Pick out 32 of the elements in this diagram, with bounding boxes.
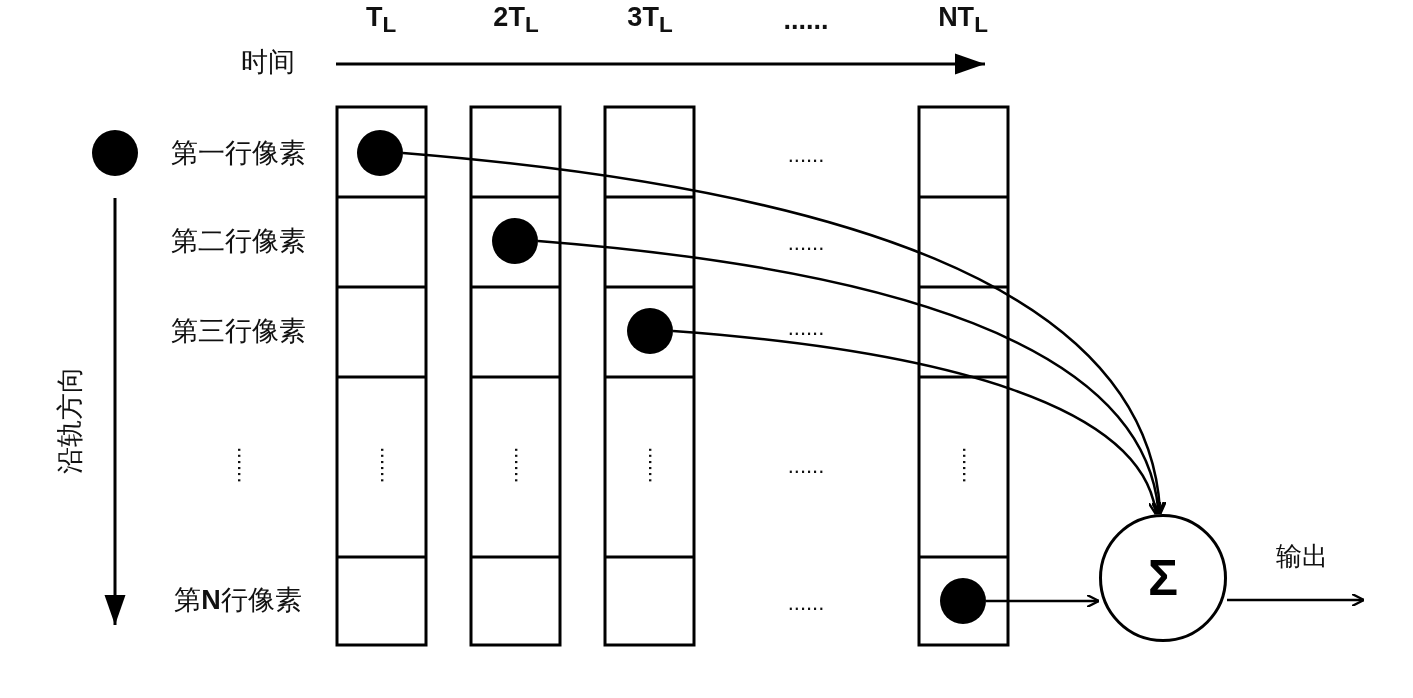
row-label: 第二行像素 bbox=[170, 227, 306, 255]
row-label: 第一行像素 bbox=[170, 139, 306, 167]
time-step-label: T$_{L}$ bbox=[365, 3, 397, 37]
ellipsis: ...... bbox=[511, 446, 533, 484]
ellipsis: ...... bbox=[783, 6, 829, 34]
arrow bbox=[537, 239, 1164, 516]
time-step-label: 2T$_{L}$ bbox=[493, 3, 539, 37]
pixel-dot bbox=[492, 218, 538, 264]
ellipsis: ...... bbox=[787, 317, 825, 339]
ellipsis: ...... bbox=[787, 232, 825, 254]
ellipsis: ...... bbox=[787, 144, 825, 166]
pixel-dot bbox=[92, 130, 138, 176]
pixel-dot bbox=[627, 308, 673, 354]
time-step-label: 3T$_{L}$ bbox=[627, 3, 673, 37]
ellipsis: ...... bbox=[645, 446, 667, 484]
axis-label: 时间 bbox=[241, 48, 295, 76]
row-label: 第三行像素 bbox=[170, 317, 306, 345]
time-step-label: NT$_{L}$ bbox=[938, 3, 988, 37]
ellipsis: ...... bbox=[959, 446, 981, 484]
arrow bbox=[1227, 592, 1366, 608]
pixel-dot bbox=[357, 130, 403, 176]
ellipsis: ...... bbox=[234, 446, 256, 484]
row-label: 第N行像素 bbox=[174, 586, 302, 614]
arrow bbox=[402, 151, 1166, 516]
ellipsis: ...... bbox=[787, 455, 825, 477]
arrow bbox=[986, 593, 1101, 609]
ellipsis: ...... bbox=[377, 446, 399, 484]
arrow bbox=[672, 329, 1160, 516]
pixel-dot bbox=[940, 578, 986, 624]
ellipsis: ...... bbox=[787, 592, 825, 614]
sum-symbol: Σ bbox=[1148, 553, 1178, 603]
axis-label: 沿轨方向 bbox=[56, 366, 84, 474]
